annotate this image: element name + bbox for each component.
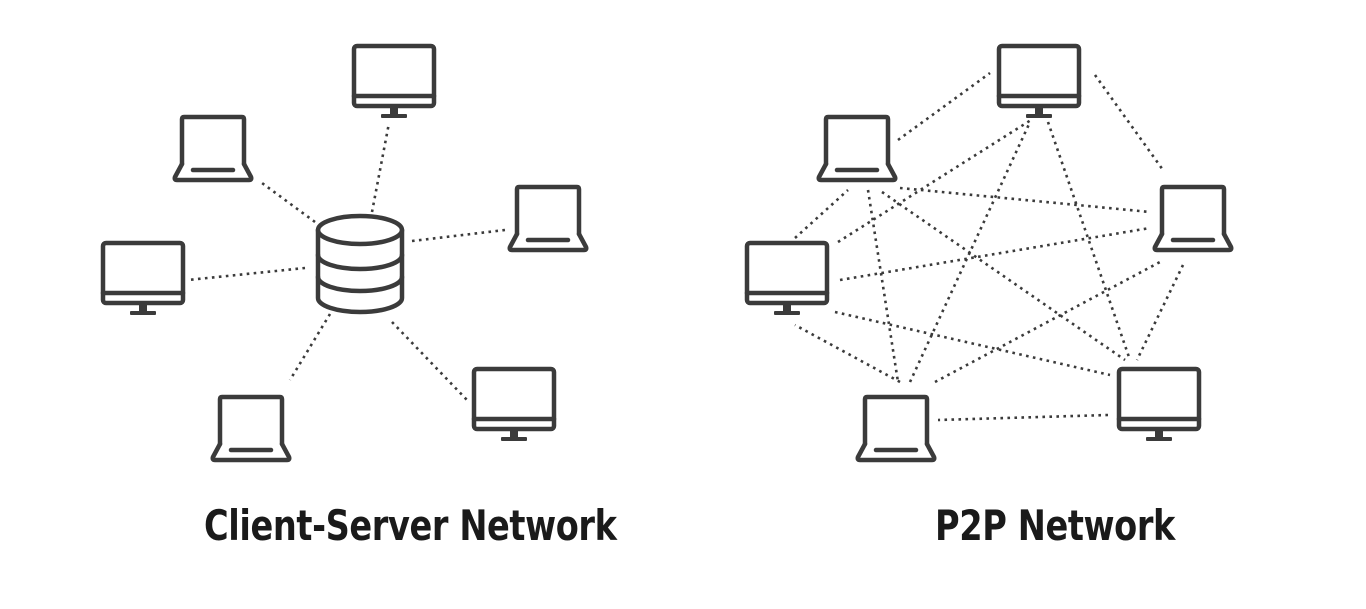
- client-server-link: [261, 181, 316, 224]
- p2p-link: [899, 186, 1151, 214]
- p2p-link: [908, 121, 1032, 383]
- client-server-link: [370, 122, 391, 213]
- p2p-link: [897, 71, 991, 142]
- desktop-icon: [996, 43, 1082, 118]
- server-database-icon: [315, 213, 405, 315]
- p2p-link: [934, 260, 1161, 384]
- desktop-icon: [1116, 366, 1202, 441]
- desktop-icon: [351, 43, 437, 118]
- p2p-link: [881, 190, 1126, 362]
- laptop-icon: [507, 184, 589, 253]
- client-server-link: [187, 266, 306, 282]
- p2p-caption: P2P Network: [935, 501, 1175, 550]
- p2p-link: [866, 189, 900, 383]
- p2p-link: [837, 118, 1032, 244]
- laptop-icon: [1152, 184, 1234, 253]
- client-server-link: [391, 321, 468, 401]
- p2p-link: [834, 310, 1111, 377]
- laptop-icon: [855, 394, 937, 463]
- laptop-icon: [816, 114, 898, 183]
- client-server-link: [411, 228, 506, 243]
- p2p-link: [794, 323, 901, 384]
- p2p-link: [794, 189, 849, 239]
- p2p-link: [1046, 121, 1132, 361]
- p2p-link: [937, 413, 1109, 422]
- laptop-icon: [172, 114, 254, 183]
- desktop-icon: [100, 240, 186, 315]
- p2p-link: [1135, 264, 1185, 361]
- p2p-link: [839, 226, 1151, 282]
- client-server-link: [288, 313, 332, 381]
- laptop-icon: [210, 394, 292, 463]
- p2p-link: [1093, 74, 1165, 171]
- client-server-caption: Client-Server Network: [204, 501, 617, 550]
- desktop-icon: [471, 366, 557, 441]
- desktop-icon: [744, 240, 830, 315]
